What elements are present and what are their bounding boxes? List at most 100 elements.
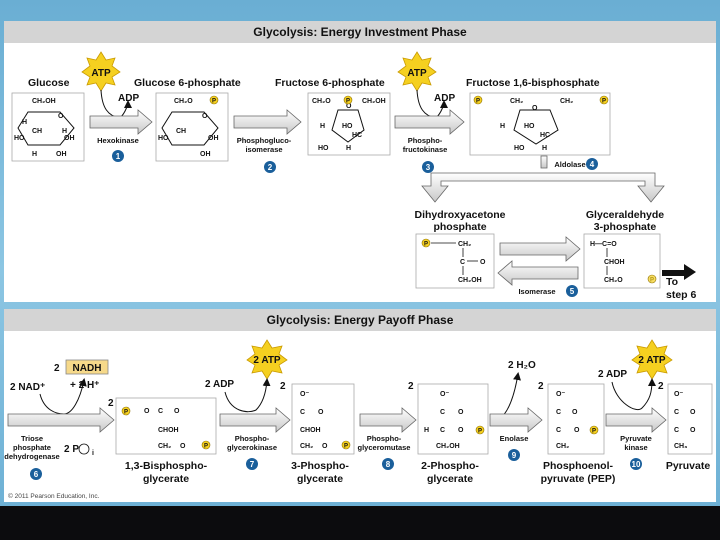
glucose-oh1: OH [64,135,75,142]
bpg-o1: O [144,408,150,415]
step-3-badge [422,161,434,173]
pgi-label-2: isomerase [245,145,282,154]
step-4-number: 4 [590,160,595,169]
pg2-count-a: 2 [408,381,414,392]
atp2-curve-1 [224,378,271,413]
pg2-o2: O [458,427,464,434]
f6p-ho1: HO [342,123,353,130]
pg2-ominus: O⁻ [440,391,449,398]
g3p-choh: CHOH [604,259,625,266]
f6p-o: O [346,103,352,110]
pg2-h: H [424,427,429,434]
g6p-phosphate: P [212,99,216,105]
pep-ominus: O⁻ [556,391,565,398]
f6p-hc: HC [352,132,362,139]
g3p-label-1: Glyceraldehyde [586,209,664,221]
pyruvate-ch3: CH₃ [674,443,687,450]
pep-phosphate: P [592,429,596,435]
f16bp-hc: HC [540,132,550,139]
step-6-number: 6 [34,470,39,479]
bottom-bar [0,506,720,540]
f6p-ch2o: CH₂O [312,98,331,105]
glucose-h2: H [62,128,67,135]
glucose-structure: CH₂OH O H CH H HO OH H OH [11,92,85,162]
g6p-structure: CH₂O O CH HO OH OH P [155,92,229,162]
to-step-label-1: To [666,276,678,288]
f6p-label: Fructose 6-phosphate [275,77,385,89]
g3p-ch2o: CH₂O [604,277,623,284]
step8-arrow [359,407,417,433]
f16bp-phosphate-2: P [602,99,606,105]
pgm-label-2: glyceromutase [358,443,411,452]
pyruvate-ominus: O⁻ [674,391,683,398]
f16bp-h2: H [542,145,547,152]
pg3-count-a: 2 [280,381,286,392]
step-10-number: 10 [632,460,641,469]
pep-c: C [556,409,561,416]
nadh-box [65,359,109,375]
f16bp-ch2-1: CH₂ [510,98,523,105]
step-4-badge [586,158,598,170]
isomerase-forward-arrow [499,236,581,262]
step-9-number: 9 [512,451,517,460]
f16bp-structure: P P CH₂ CH₂ O H HO HC HO H [469,92,611,156]
pg2-label-1: 2-Phospho- [421,460,479,472]
pyruvate-c: C [674,409,679,416]
g6p-ho: HO [158,135,169,142]
bpg-choh: CHOH [158,427,179,434]
pep-structure: P O⁻ C O C O CH₂ [547,383,605,455]
step2-arrow [233,109,302,135]
step10-arrow [605,407,667,433]
pg3-structure: P O⁻ C O CHOH CH₂ O [291,383,355,455]
bpg-structure: P P O C O CHOH CH₂ O [115,397,217,455]
pfk-label-2: fructokinase [403,145,448,154]
pep-count: 2 [538,381,544,392]
pyruvate-structure: O⁻ C O C O CH₃ [667,383,713,455]
hplus-label: + 2 H⁺ [70,380,99,391]
step-1-badge [112,150,124,162]
step3-arrow [394,109,465,135]
f16bp-o: O [532,105,538,112]
glucose-label: Glucose [28,77,70,89]
dhap-phosphate: P [424,242,428,248]
glucose-o: O [58,113,64,120]
pyruvate-o2: O [690,427,696,434]
bpg-count: 2 [108,398,114,409]
glucose-ho: HO [14,135,25,142]
atp-burst-1: ATP [81,51,121,92]
g3p-label-2: 3-phosphate [594,221,657,233]
atp-label-1: ATP [91,68,111,79]
bpg-phosphate-2: P [204,444,208,450]
step7-arrow [219,407,291,433]
step-8-number: 8 [386,460,391,469]
step-1-number: 1 [116,152,121,161]
step6-arrow [7,407,115,433]
glucose-h3: H [32,151,37,158]
bpg-o2: O [174,408,180,415]
g3p-aldehyde: H—C=O [590,241,617,248]
step9-arrow [489,407,543,433]
pk-label-1: Pyruvate [620,434,652,443]
investment-title: Glycolysis: Energy Investment Phase [253,25,467,39]
f16bp-phosphate-1: P [476,99,480,105]
glucose-oh2: OH [56,151,67,158]
atp2-label-2: 2 ATP [638,355,666,366]
f6p-structure: CH₂O CH₂OH O H HO HC HO H P [307,92,391,156]
f6p-ch2oh: CH₂OH [362,98,386,105]
g6p-label: Glucose 6-phosphate [134,77,241,89]
hexokinase-label: Hexokinase [97,136,139,145]
gapdh-label-2: phosphate [13,443,51,452]
atp-label-2: ATP [407,68,427,79]
investment-title-bar [4,21,716,43]
dhap-structure: P CH₂ C O CH₂OH [415,233,495,289]
pi-subscript: i [92,450,94,457]
step-8-badge [382,458,394,470]
bpg-ch2: CH₂ [158,443,171,450]
bpg-o3: O [180,443,186,450]
g6p-ch: CH [176,128,186,135]
atp-burst-4: 2 ATP [631,339,673,380]
f16bp-ho2: HO [514,145,525,152]
g6p-oh2: OH [200,151,211,158]
step1-arrow [89,109,153,135]
isomerase-reverse-arrow [497,260,579,286]
